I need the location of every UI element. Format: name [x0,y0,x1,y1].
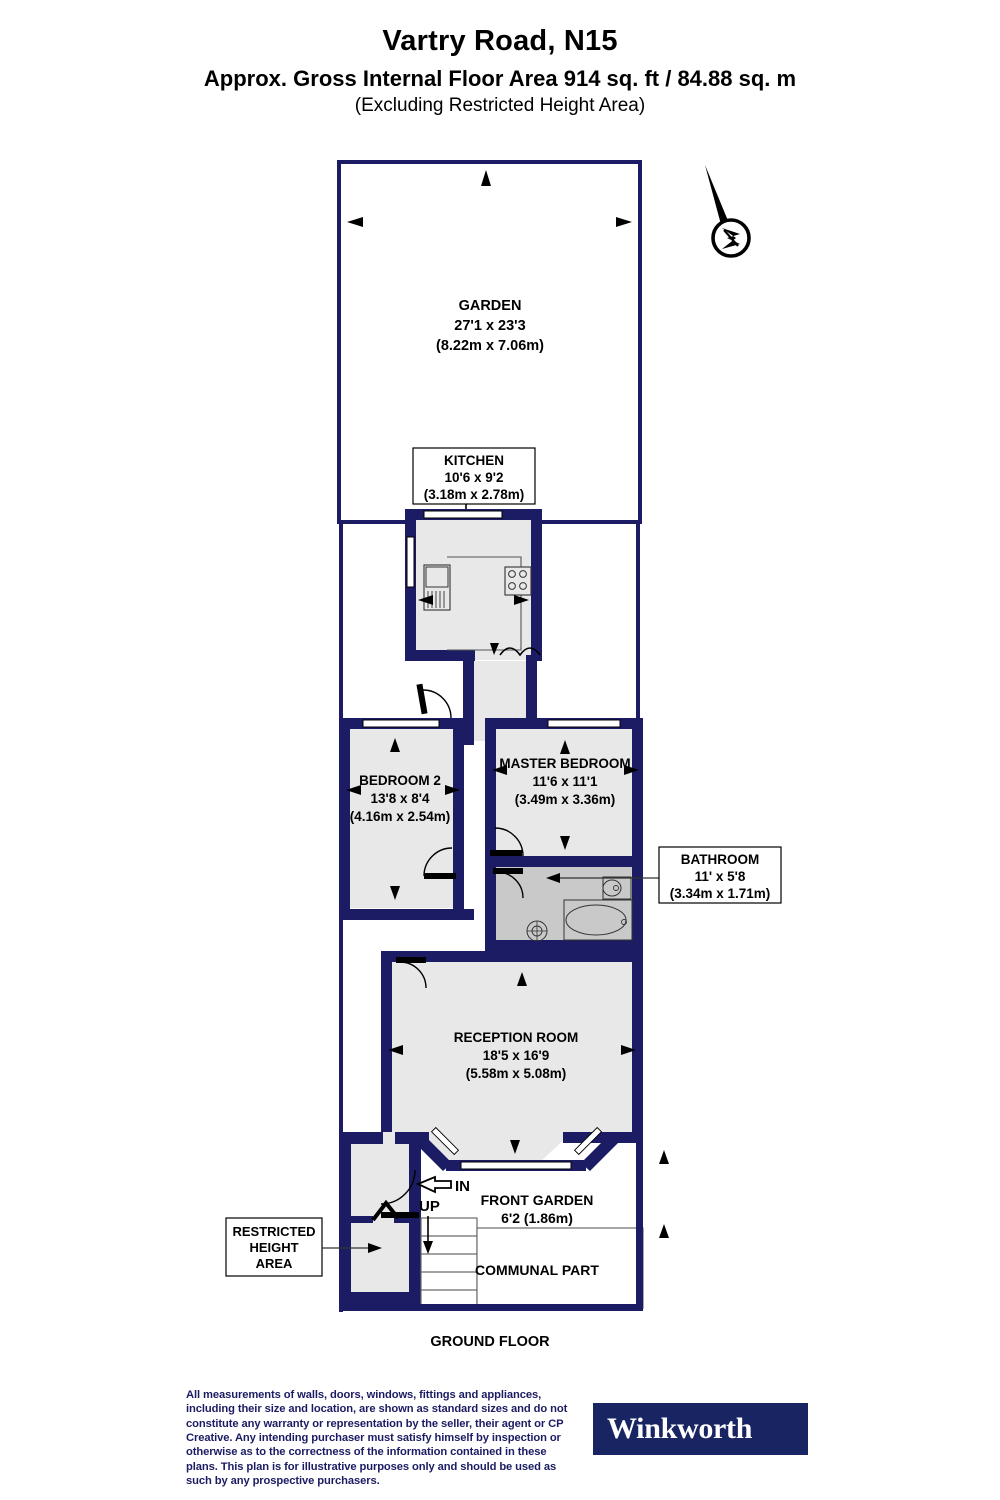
room-label-reception-room: RECEPTION ROOM [454,1030,579,1045]
room-dim-metric-garden: (8.22m x 7.06m) [436,338,544,354]
room-dim-metric-master-bedroom: (3.49m x 3.36m) [515,792,616,807]
room-dim-metric-reception-room: (5.58m x 5.08m) [466,1066,567,1081]
plot-outline-lower [339,697,643,1311]
room-dim-metric-kitchen: (3.18m x 2.78m) [424,487,525,502]
room-label-bedroom-2: BEDROOM 2 [359,773,441,788]
communal-part: COMMUNAL PART [475,1227,644,1309]
communal-part-label: COMMUNAL PART [475,1262,599,1278]
restricted-height-line-3: AREA [256,1256,293,1271]
room-kitchen [405,509,542,661]
label-front-garden: FRONT GARDEN 6'2 (1.86m) [481,1192,669,1238]
plan-footer: All measurements of walls, doors, window… [0,1380,1000,1500]
restricted-height-line-2: HEIGHT [249,1240,298,1255]
room-label-front-garden: FRONT GARDEN [481,1192,594,1208]
room-label-master-bedroom: MASTER BEDROOM [499,756,630,771]
room-label-bathroom: BATHROOM [681,852,760,867]
room-dim-imperial-bathroom: 11' x 5'8 [695,869,746,884]
room-dim-imperial-reception-room: 18'5 x 16'9 [483,1048,549,1063]
winkworth-logo: Winkworth [593,1403,808,1455]
brand-name: Winkworth [607,1412,753,1445]
floor-label: GROUND FLOOR [430,1334,550,1350]
floor-area-line: Approx. Gross Internal Floor Area 914 sq… [203,65,797,91]
room-dim-front-garden: 6'2 (1.86m) [501,1210,573,1226]
label-box-restricted-height: RESTRICTED HEIGHT AREA [225,1217,382,1277]
entrance-in-arrow: IN [415,1175,470,1195]
room-dim-metric-bedroom-2: (4.16m x 2.54m) [350,809,451,824]
room-label-kitchen: KITCHEN [444,453,504,468]
restricted-height-line-1: RESTRICTED [232,1224,315,1239]
plan-header: Vartry Road, N15 Approx. Gross Internal … [0,25,1000,117]
room-bathroom [485,856,660,951]
room-dim-imperial-garden: 27'1 x 23'3 [454,318,525,334]
north-arrow-icon [705,165,751,258]
stairs-up-label: UP [419,1198,440,1215]
restricted-height-area [339,1132,421,1304]
room-reception-room: RECEPTION ROOM 18'5 x 16'9 (5.58m x 5.08… [381,951,669,1171]
room-bedroom-2: BEDROOM 2 13'8 x 8'4 (4.16m x 2.54m) [339,718,474,920]
label-box-bathroom: BATHROOM 11' x 5'8 (3.34m x 1.71m) [658,846,782,904]
entrance-in-label: IN [455,1178,470,1195]
room-dim-metric-bathroom: (3.34m x 1.71m) [670,886,771,901]
room-master-bedroom: MASTER BEDROOM 11'6 x 11'1 (3.49m x 3.36… [485,718,643,867]
room-dim-imperial-bedroom-2: 13'8 x 8'4 [371,791,430,806]
page-title: Vartry Road, N15 [382,25,618,57]
room-label-garden: GARDEN [459,298,522,314]
floor-plan-drawing: GARDEN 27'1 x 23'3 (8.22m x 7.06m) KITCH… [0,150,1000,1350]
stairs-up: UP [419,1198,478,1309]
room-dim-imperial-kitchen: 10'6 x 9'2 [445,470,504,485]
disclaimer-text: All measurements of walls, doors, window… [186,1389,568,1487]
floor-area-note: (Excluding Restricted Height Area) [354,95,646,117]
room-dim-imperial-master-bedroom: 11'6 x 11'1 [533,774,598,789]
